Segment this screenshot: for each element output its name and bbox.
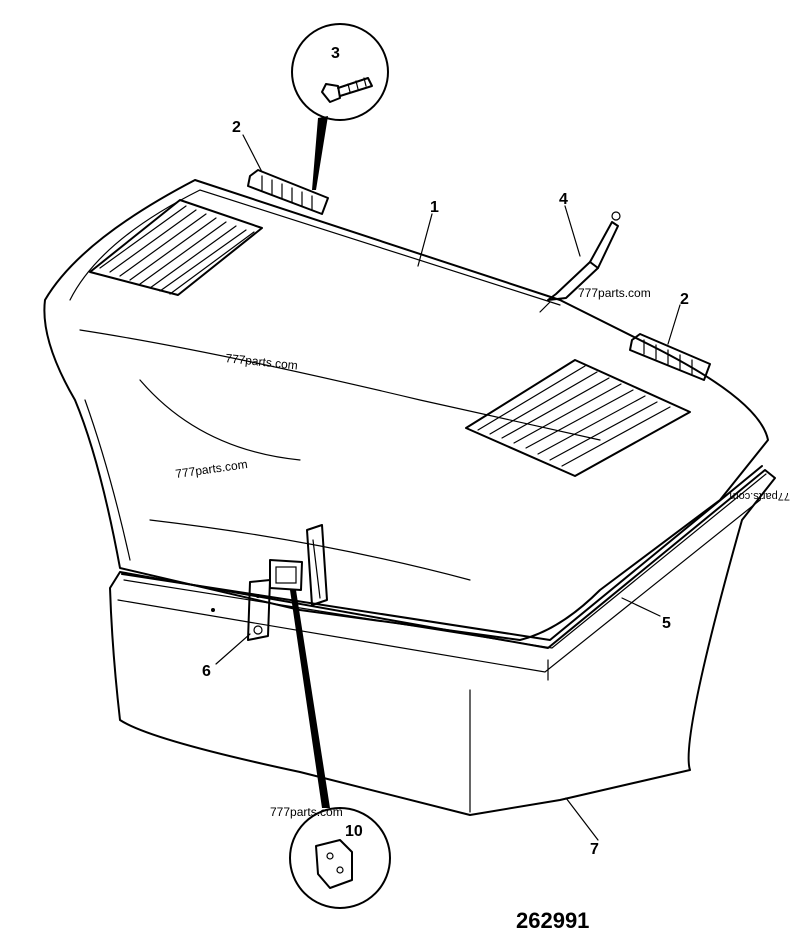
watermark: 777parts.com	[270, 805, 343, 819]
lower-body-shell	[109, 469, 776, 816]
figure-number: 262991	[516, 908, 589, 933]
gas-strut-part-4	[539, 211, 621, 313]
callout-10: 10	[345, 823, 363, 840]
callout-1: 1	[430, 199, 439, 216]
leader-lines	[215, 134, 681, 841]
watermark: 77parts.com	[729, 490, 790, 502]
latch-post	[306, 524, 328, 606]
left-vent-grille	[89, 199, 263, 296]
hinge-bracket	[247, 579, 271, 641]
callout-4: 4	[559, 191, 568, 208]
callout-5: 5	[662, 615, 671, 632]
callout-7: 7	[590, 841, 599, 858]
watermark: 777parts.com	[174, 457, 248, 481]
watermark: 777parts.com	[225, 351, 299, 373]
hinge-part-2-right	[629, 333, 711, 381]
watermark: 777parts.com	[578, 286, 651, 300]
detail-circle-bolt	[291, 23, 389, 190]
right-vent-grille	[465, 359, 691, 477]
hood-cover	[43, 179, 769, 641]
callout-2-right: 2	[680, 291, 689, 308]
callout-3: 3	[331, 45, 340, 62]
latch-plate	[269, 559, 303, 591]
detail-circle-catch	[289, 590, 391, 909]
hinge-part-2-left	[247, 169, 329, 215]
callout-6: 6	[202, 663, 211, 680]
callout-2-left: 2	[232, 119, 241, 136]
